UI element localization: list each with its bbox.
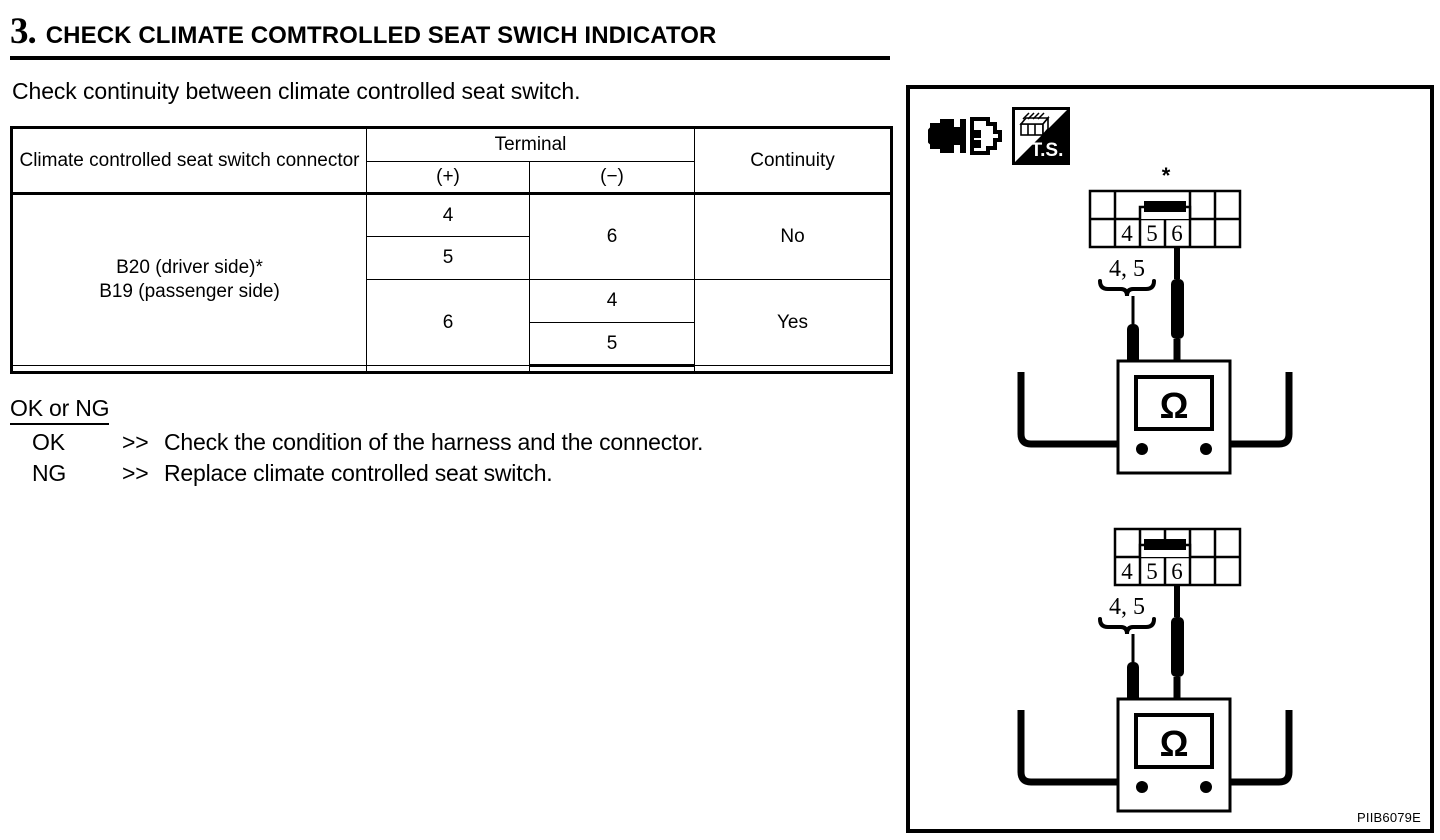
ohmmeter-terminal-right xyxy=(1200,443,1212,455)
measurement-group-1: * 4 5 6 4, 5 xyxy=(910,161,1438,491)
header-terminal: Terminal xyxy=(366,126,695,162)
terminal-group-brace xyxy=(1098,279,1156,297)
table-row: B20 (driver side)* B19 (passenger side) … xyxy=(10,192,893,366)
result-arrow-ok: >> xyxy=(122,429,149,455)
table-row: 5 xyxy=(12,322,892,367)
cell-negative-3: 4 xyxy=(529,279,695,323)
header-negative: (−) xyxy=(529,161,695,194)
heading-divider xyxy=(10,56,890,60)
ohmmeter-display xyxy=(1134,713,1214,769)
tester-set-icon: T.S. xyxy=(1012,107,1070,165)
header-connector: Climate controlled seat switch connector xyxy=(10,126,367,194)
result-row-ok: OK >> Check the condition of the harness… xyxy=(10,429,890,456)
probe-terminal-label: 4, 5 xyxy=(1109,594,1145,620)
ohm-symbol: Ω xyxy=(1160,385,1189,426)
measurement-group-2: 4 5 6 4, 5 Ω xyxy=(910,511,1438,831)
ohm-symbol: Ω xyxy=(1160,723,1189,764)
result-arrow-ng: >> xyxy=(122,460,149,486)
result-label-ng: NG xyxy=(32,460,67,486)
rule-spacer-1 xyxy=(10,365,367,374)
intro-instruction: Check continuity between climate control… xyxy=(12,78,581,104)
cell-negative-1: 6 xyxy=(529,192,695,280)
procedure-column: 3. CHECK CLIMATE COMTROLLED SEAT SWICH I… xyxy=(10,8,893,487)
cell-continuity-3: Yes xyxy=(694,279,893,366)
connector-id-passenger: B19 (passenger side) xyxy=(99,281,280,302)
header-positive: (+) xyxy=(366,161,530,194)
ohmmeter-terminal-right xyxy=(1200,781,1212,793)
pin-label-5: 5 xyxy=(1146,559,1158,584)
ohmmeter: Ω xyxy=(1116,697,1232,813)
table-header-row-1: Climate controlled seat switch connector… xyxy=(10,126,893,194)
ohmmeter-terminal-left xyxy=(1136,443,1148,455)
result-text-ok: Check the condition of the harness and t… xyxy=(164,429,704,455)
rule-spacer-3 xyxy=(529,365,695,374)
svg-text:T.S.: T.S. xyxy=(1031,140,1064,161)
step-title: CHECK CLIMATE COMTROLLED SEAT SWICH INDI… xyxy=(45,22,717,49)
probe-terminal-label: 4, 5 xyxy=(1109,256,1145,282)
continuity-measurement-diagram: * 4 5 6 4, 5 xyxy=(1017,163,1293,475)
ok-or-ng-title: OK or NG xyxy=(10,395,110,425)
figure-code: PIIB6079E xyxy=(1357,810,1421,825)
result-label-ok: OK xyxy=(32,429,65,455)
disconnect-connector-icon xyxy=(928,117,1002,155)
connector-lock-bar xyxy=(1144,539,1186,550)
table-header-row-2: (+) (−) xyxy=(12,161,892,194)
step-heading: 3. CHECK CLIMATE COMTROLLED SEAT SWICH I… xyxy=(10,8,890,50)
result-row-ng: NG >> Replace climate controlled seat sw… xyxy=(10,460,890,487)
connector-id-driver: B20 (driver side)* xyxy=(116,257,263,279)
pin-label-5: 5 xyxy=(1146,221,1158,246)
rule-spacer-2 xyxy=(366,365,530,374)
header-continuity: Continuity xyxy=(694,126,893,194)
pin-label-4: 4 xyxy=(1121,559,1133,584)
connector-lock-bar xyxy=(1144,201,1186,212)
cell-positive-1: 4 xyxy=(366,192,530,237)
step-number: 3. xyxy=(10,11,37,52)
ohmmeter: Ω xyxy=(1116,359,1232,475)
cell-positive-3: 6 xyxy=(366,279,530,366)
continuity-measurement-diagram-2: 4 5 6 4, 5 Ω xyxy=(1017,527,1293,813)
pin-label-6: 6 xyxy=(1171,221,1183,246)
result-text-ng: Replace climate controlled seat switch. xyxy=(164,460,553,486)
ohmmeter-terminal-left xyxy=(1136,781,1148,793)
table-bottom-rule-row xyxy=(10,365,893,374)
ohmmeter-display xyxy=(1134,375,1214,431)
cell-connector-ids: B20 (driver side)* B19 (passenger side) xyxy=(10,192,367,366)
diagram-panel: T.S. * 4 5 6 xyxy=(906,85,1434,833)
cell-negative-4: 5 xyxy=(529,322,695,367)
terminal-group-brace xyxy=(1098,617,1156,635)
icon-strip: T.S. xyxy=(928,107,1070,165)
ok-or-ng-block: OK or NG OK >> Check the condition of th… xyxy=(10,395,890,487)
pin-label-4: 4 xyxy=(1121,221,1133,246)
table-row: 6 4 Yes xyxy=(12,279,893,366)
cell-continuity-1: No xyxy=(694,192,893,280)
pin-label-6: 6 xyxy=(1171,559,1183,584)
cell-positive-2: 5 xyxy=(366,236,530,280)
continuity-table: Climate controlled seat switch connector… xyxy=(10,126,893,374)
rule-spacer-4 xyxy=(694,365,893,374)
asterisk-marker: * xyxy=(1162,163,1171,188)
